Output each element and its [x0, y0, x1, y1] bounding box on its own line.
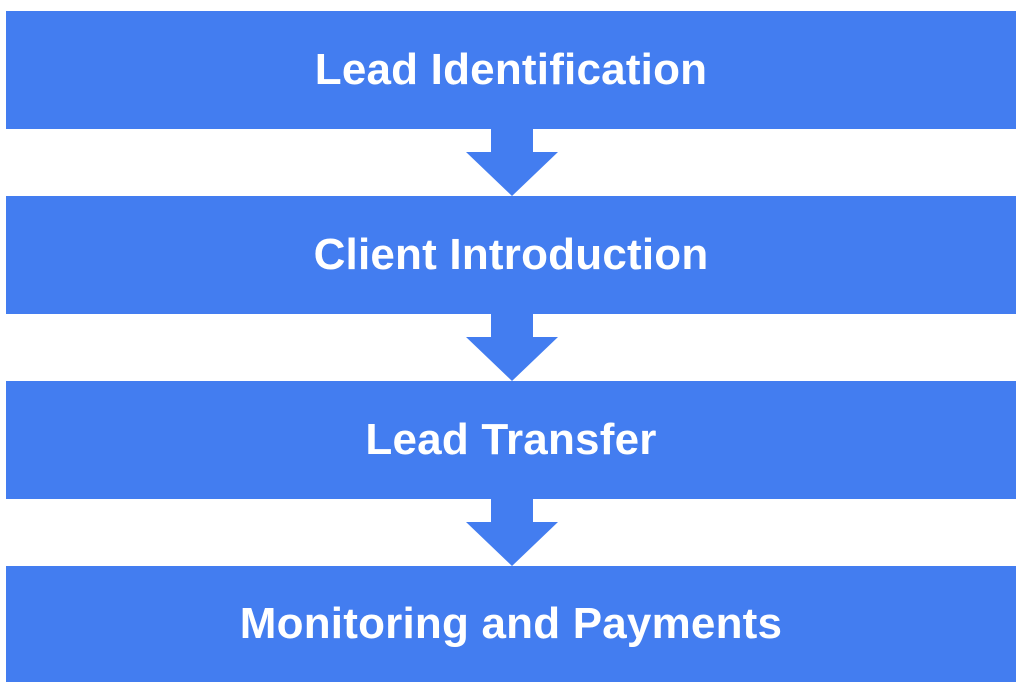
step-label: Lead Identification — [314, 45, 708, 94]
step-lead-identification: Lead Identification — [6, 11, 1016, 129]
step-monitoring-and-payments: Monitoring and Payments — [6, 566, 1016, 682]
step-label: Lead Transfer — [365, 415, 657, 464]
step-label: Monitoring and Payments — [239, 599, 783, 648]
step-client-introduction: Client Introduction — [6, 196, 1016, 314]
step-lead-transfer: Lead Transfer — [6, 381, 1016, 499]
down-arrow-icon — [466, 498, 558, 566]
step-label: Client Introduction — [313, 230, 709, 279]
down-arrow-icon — [466, 313, 558, 381]
down-arrow-icon — [466, 128, 558, 196]
